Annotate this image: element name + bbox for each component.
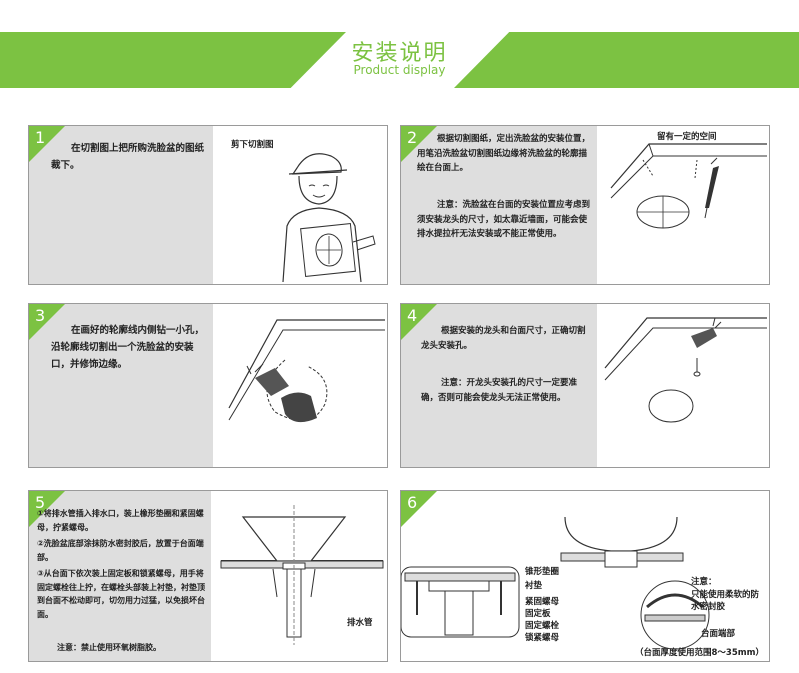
step-6-label-bolt: 固定螺栓: [525, 621, 560, 631]
step-6-number-badge: 6: [401, 491, 437, 527]
step-6-panel: 6 锥形垫圈 衬垫 紧固螺母 固定板 固定螺栓 锁紧螺母 注意： 只能使用柔软的…: [400, 490, 770, 662]
step-2-number-badge: 2: [401, 126, 437, 162]
page-subtitle: Product display: [353, 63, 446, 77]
step-5-item-2: ②洗脸盆底部涂抹防水密封胶后，放置于台面端部。: [37, 539, 204, 562]
step-2-description: 根据切割图纸，定出洗脸盆的安装位置，用笔沿洗脸盆切割图纸边缘将洗脸盆的轮廓描绘在…: [417, 134, 591, 173]
step-3-panel: 3 在画好的轮廓线内侧钻一小孔，沿轮廓线切割出一个洗脸盆的安装口，并修饰边缘。: [28, 303, 388, 468]
step-1-panel: 1 在切割图上把所购洗脸盆的图纸裁下。 剪下切割图: [28, 125, 388, 285]
header-band-right: [454, 32, 799, 88]
step-5-illustration-drain-install: [220, 505, 384, 645]
header-band-left: [0, 32, 346, 88]
step-1-number-badge: 1: [29, 126, 65, 162]
step-1-image-label: 剪下切割图: [231, 140, 274, 150]
step-6-label-gasket: 锥形垫圈: [525, 567, 560, 577]
step-5-item-3: ③从台面下依次装上固定板和锁紧螺母，用手将固定螺栓往上拧，在螺栓头部装上衬垫，衬…: [37, 569, 205, 619]
step-4-number-badge: 4: [401, 304, 437, 340]
step-6-note-text: 只能使用柔软的防水密封胶: [691, 590, 760, 612]
step-2-note: 注意：洗脸盆在台面的安装位置应考虑到须安装龙头的尺寸，如太靠近墙面，可能会使排水…: [417, 200, 591, 239]
step-5-label-pipe: 排水管: [347, 618, 373, 628]
step-1-illustration-worker: [282, 153, 376, 283]
step-5-note: 注意：禁止使用环氧树脂胶。: [57, 643, 161, 652]
step-2-illustration-countertop: [610, 143, 767, 229]
step-4-panel: 4 根据安装的龙头和台面尺寸，正确切割龙头安装孔。 注意：开龙头安装孔的尺寸一定…: [400, 303, 770, 468]
step-4-description: 根据安装的龙头和台面尺寸，正确切割龙头安装孔。: [421, 326, 586, 351]
step-1-description: 在切割图上把所购洗脸盆的图纸裁下。: [51, 143, 205, 171]
step-3-illustration-cutting: [228, 319, 385, 423]
step-4-illustration-faucet-hole: [604, 317, 767, 423]
step-6-label-counter-end: 台面端部: [701, 629, 736, 639]
step-6-label-thickness: （台面厚度使用范围8～35mm）: [635, 648, 764, 658]
step-3-number-badge: 3: [29, 304, 65, 340]
step-6-label-plate: 固定板: [525, 609, 551, 619]
step-3-description: 在画好的轮廓线内侧钻一小孔，沿轮廓线切割出一个洗脸盆的安装口，并修饰边缘。: [51, 325, 205, 370]
step-6-illustration-cross-section: [401, 516, 710, 650]
step-6-label-nut: 紧固螺母: [525, 597, 560, 607]
step-2-panel: 2 根据切割图纸，定出洗脸盆的安装位置，用笔沿洗脸盆切割图纸边缘将洗脸盆的轮廓描…: [400, 125, 770, 285]
step-2-image-label: 留有一定的空间: [657, 132, 717, 142]
step-6-note-title: 注意：: [691, 577, 717, 587]
step-4-note: 注意：开龙头安装孔的尺寸一定要准确，否则可能会使龙头无法正常使用。: [421, 378, 578, 403]
step-6-label-lock-nut: 锁紧螺母: [525, 633, 560, 643]
step-6-label-liner: 衬垫: [525, 581, 543, 591]
page-title: 安装说明: [351, 41, 448, 66]
step-5-panel: 5 ①将排水管插入排水口，装上橡形垫圈和紧固螺母，拧紧螺母。 ②洗脸盆底部涂抹防…: [28, 490, 388, 662]
step-5-item-1: ①将排水管插入排水口，装上橡形垫圈和紧固螺母，拧紧螺母。: [37, 509, 204, 532]
step-5-number-badge: 5: [29, 491, 65, 527]
